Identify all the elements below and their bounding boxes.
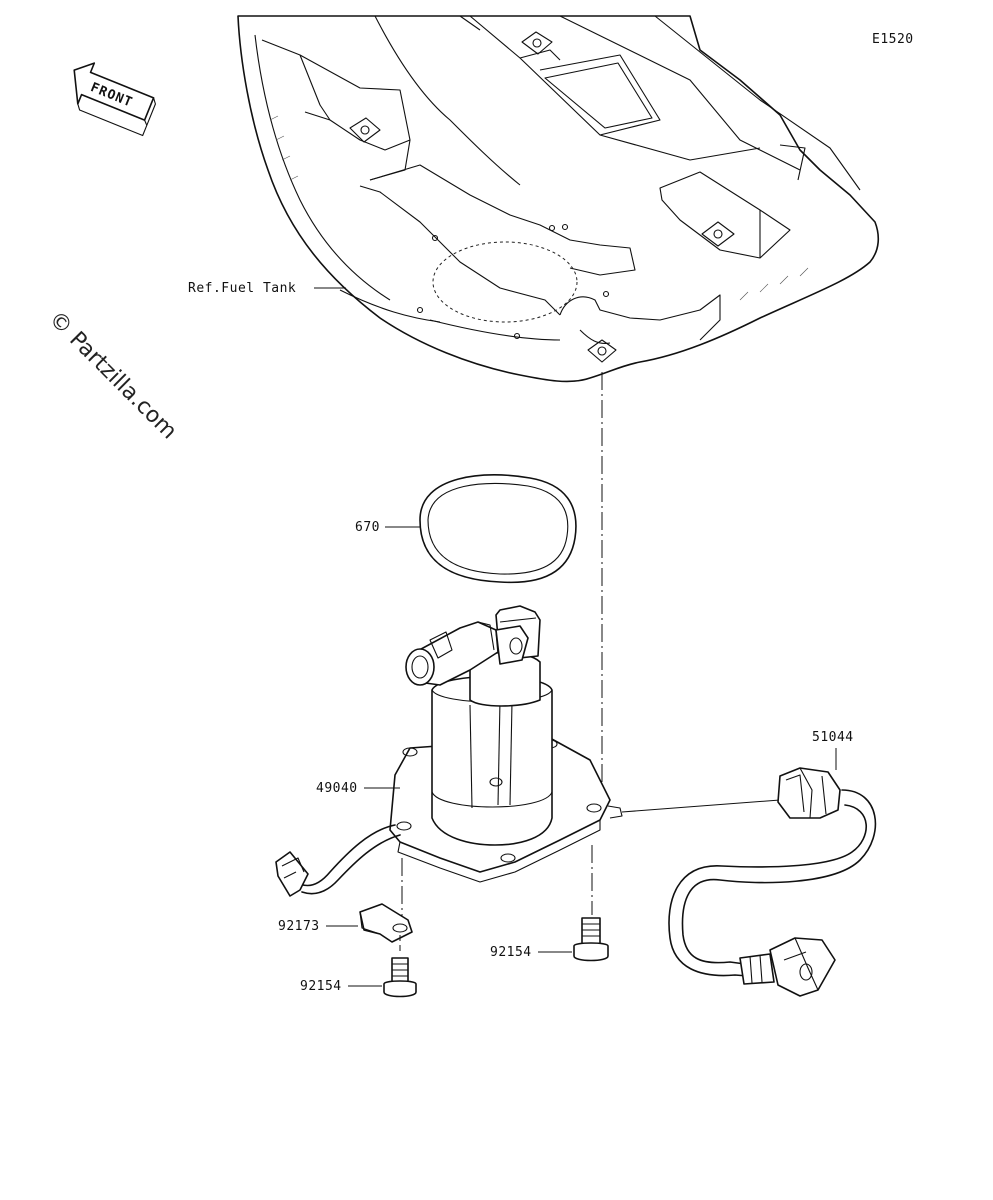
part-label-hose: 51044 — [812, 730, 854, 745]
diagram-code: E1520 — [872, 32, 914, 47]
part-label-fuel-pump: 49040 — [316, 781, 358, 796]
watermark: © Partzilla.com — [44, 307, 182, 445]
bolt-left — [383, 957, 417, 998]
tank-boss-2 — [521, 31, 553, 55]
tank-boss-3 — [701, 221, 735, 247]
part-label-bolt-right: 92154 — [490, 945, 532, 960]
part-label-clamp: 92173 — [278, 919, 320, 934]
fuel-pump-assembly — [275, 605, 623, 897]
tank-boss-1 — [349, 117, 381, 143]
fuel-hose-assembly — [668, 767, 877, 997]
pump-wire-connector — [275, 851, 309, 897]
hose-upper-connector — [777, 767, 841, 819]
hose-lower-connector — [769, 937, 836, 997]
fuel-tank-reference — [237, 15, 880, 383]
ref-fuel-tank-label: Ref.Fuel Tank — [188, 281, 296, 296]
tank-boss-4 — [587, 339, 617, 363]
bolt-right — [573, 917, 609, 962]
front-arrow-icon: FRONT — [73, 62, 156, 137]
clamp-bracket — [359, 903, 413, 943]
gasket-ring — [419, 474, 577, 584]
part-label-gasket: 670 — [355, 520, 380, 535]
part-label-bolt-left: 92154 — [300, 979, 342, 994]
